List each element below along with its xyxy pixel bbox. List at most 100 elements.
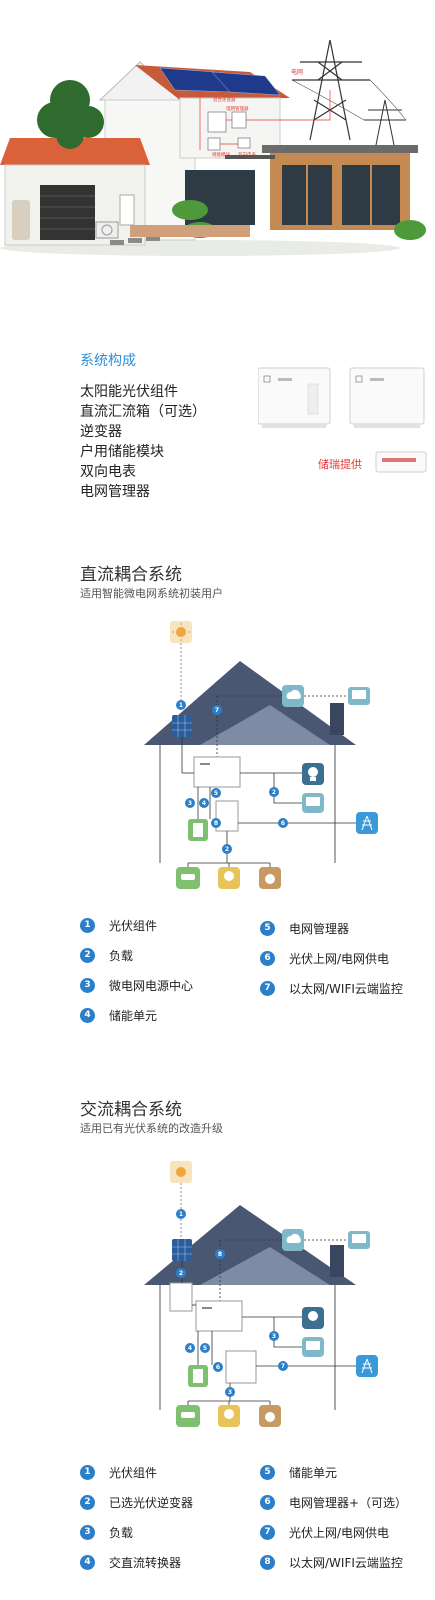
battery-icon xyxy=(188,819,208,841)
legend-item: 7 光伏上网/电网供电 xyxy=(260,1522,389,1542)
ac-system-subtitle: 适用已有光伏系统的改造升级 xyxy=(80,1122,223,1135)
legend-number: 6 xyxy=(260,1494,275,1510)
bulb-load-icon xyxy=(218,1405,240,1427)
hero-illustration: 电网 混合逆变器 电网管理器 储能模块 双向电表 xyxy=(0,0,435,260)
trees xyxy=(37,80,104,149)
dc-system-diagram: 1 7 5 4 3 8 2 6 2 xyxy=(130,615,390,895)
house-with-solar-illustration: 电网 混合逆变器 电网管理器 储能模块 双向电表 xyxy=(0,39,426,256)
legend-number: 6 xyxy=(260,950,275,966)
solar-panel-icon xyxy=(172,715,192,737)
pv-inverter-icon xyxy=(169,1282,193,1312)
inverter-icon xyxy=(193,756,241,788)
legend-item: 1 光伏组件 xyxy=(80,1462,157,1482)
composition-item: 双向电表 xyxy=(80,464,136,480)
svg-text:储能模块: 储能模块 xyxy=(212,151,230,158)
light-bulb-icon xyxy=(302,763,324,785)
legend-item: 7 以太网/WIFI云端监控 xyxy=(260,978,403,998)
svg-text:混合逆变器: 混合逆变器 xyxy=(213,96,236,103)
legend-item: 6 电网管理器+（可选） xyxy=(260,1492,407,1512)
legend-item: 5 储能单元 xyxy=(260,1462,337,1482)
svg-text:6: 6 xyxy=(281,820,285,827)
composition-list: 太阳能光伏组件 直流汇流箱（可选） 逆变器 户用储能模块 双向电表 电网管理器 xyxy=(80,382,420,502)
svg-text:8: 8 xyxy=(214,820,218,827)
composition-item: 直流汇流箱（可选） xyxy=(80,404,206,420)
svg-text:2: 2 xyxy=(272,789,276,796)
dc-coupling-diagram: 1 7 5 4 3 8 2 6 2 xyxy=(144,621,378,889)
svg-text:3: 3 xyxy=(188,800,192,807)
storage-note: 储瑞提供 xyxy=(318,458,362,471)
tv-icon xyxy=(302,793,324,813)
legend-label: 已选光伏逆变器 xyxy=(109,1495,194,1510)
legend-label: 储能单元 xyxy=(109,1008,158,1023)
legend-item: 1 光伏组件 xyxy=(80,915,157,935)
svg-text:6: 6 xyxy=(216,1364,220,1371)
legend-item: 4 储能单元 xyxy=(80,1005,157,1025)
storage-module-product-image xyxy=(349,367,425,428)
legend-label: 电网管理器+（可选） xyxy=(289,1495,408,1510)
legend-number: 5 xyxy=(260,920,275,936)
system-composition-section: 系统构成 太阳能光伏组件 直流汇流箱（可选） 逆变器 户用储能模块 双向电表 电… xyxy=(80,350,427,510)
legend-label: 微电网电源中心 xyxy=(109,978,194,993)
svg-text:7: 7 xyxy=(281,1363,285,1370)
composition-item: 逆变器 xyxy=(80,424,122,440)
legend-number: 7 xyxy=(260,1524,275,1540)
legend-number: 3 xyxy=(80,1524,95,1540)
legend-item: 3 负载 xyxy=(80,1522,133,1542)
product-images xyxy=(258,358,428,488)
legend-label: 光伏上网/电网供电 xyxy=(289,1525,390,1540)
legend-number: 4 xyxy=(80,1007,95,1023)
monitor-icon xyxy=(348,687,370,705)
car-icon xyxy=(176,867,200,889)
legend-label: 光伏上网/电网供电 xyxy=(289,951,390,966)
dc-system-subtitle: 适用智能微电网系统初装用户 xyxy=(80,587,223,600)
sun-icon xyxy=(170,1161,192,1183)
legend-label: 电网管理器 xyxy=(289,921,350,936)
svg-text:7: 7 xyxy=(215,707,219,714)
legend-number: 1 xyxy=(80,917,95,933)
composition-item: 电网管理器 xyxy=(80,484,150,500)
diagram-badges: 1 7 5 4 3 8 2 6 2 xyxy=(176,700,288,854)
legend-item: 5 电网管理器 xyxy=(260,918,349,938)
svg-text:电网管理器: 电网管理器 xyxy=(226,105,249,112)
dc-legend: 1 光伏组件 2 负载 3 微电网电源中心 4 储能单元 5 电网管理器 6 光… xyxy=(80,915,420,1025)
power-pylon-large xyxy=(292,39,370,141)
svg-text:5: 5 xyxy=(214,790,218,797)
house-roof xyxy=(144,1205,356,1285)
inverter-product-image xyxy=(258,367,331,428)
car-icon xyxy=(176,1405,200,1427)
composition-title: 系统构成 xyxy=(80,353,136,369)
legend-item: 2 负载 xyxy=(80,945,133,965)
svg-text:3: 3 xyxy=(228,1389,232,1396)
legend-item: 6 光伏上网/电网供电 xyxy=(260,948,389,968)
legend-number: 1 xyxy=(80,1464,95,1480)
legend-label: 以太网/WIFI云端监控 xyxy=(289,1555,403,1570)
light-bulb-icon xyxy=(302,1307,324,1329)
legend-number: 2 xyxy=(80,947,95,963)
power-tower-icon xyxy=(356,1355,378,1377)
legend-label: 负载 xyxy=(109,1525,134,1540)
ac-system-diagram: 1 2 8 3 4 5 6 7 3 xyxy=(130,1155,390,1440)
diagram-badges: 1 2 8 3 4 5 6 7 3 xyxy=(176,1209,288,1397)
cloud-icon xyxy=(282,685,304,707)
grid-tag: 电网 xyxy=(291,68,303,76)
meter-product-image xyxy=(375,451,427,473)
legend-item: 8 以太网/WIFI云端监控 xyxy=(260,1552,403,1572)
legend-number: 7 xyxy=(260,980,275,996)
legend-number: 2 xyxy=(80,1494,95,1510)
legend-item: 4 交直流转换器 xyxy=(80,1552,181,1572)
svg-text:2: 2 xyxy=(179,1270,183,1277)
cloud-icon xyxy=(282,1229,304,1251)
legend-number: 3 xyxy=(80,977,95,993)
washer-icon xyxy=(259,1405,281,1427)
svg-text:5: 5 xyxy=(203,1345,207,1352)
legend-label: 光伏组件 xyxy=(109,918,158,933)
dc-system-title: 直流耦合系统 xyxy=(80,565,182,585)
legend-item: 2 已选光伏逆变器 xyxy=(80,1492,193,1512)
legend-label: 储能单元 xyxy=(289,1465,338,1480)
legend-item: 3 微电网电源中心 xyxy=(80,975,193,995)
sun-icon xyxy=(170,621,192,643)
power-pylon-small xyxy=(364,99,406,151)
washer-icon xyxy=(259,867,281,889)
composition-item: 太阳能光伏组件 xyxy=(80,384,178,400)
svg-text:2: 2 xyxy=(225,846,229,853)
